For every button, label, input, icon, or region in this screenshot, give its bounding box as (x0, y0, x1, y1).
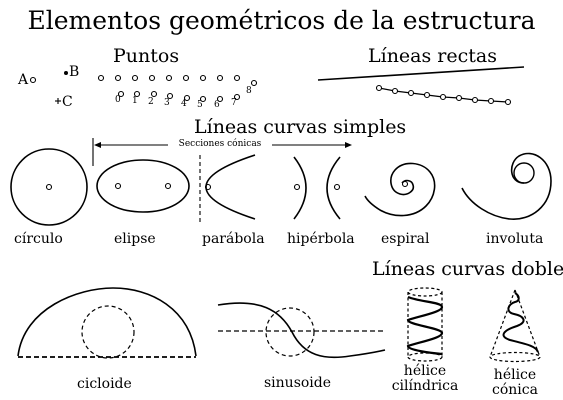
label-parabola: parábola (202, 231, 265, 247)
digit-label: 3 (164, 98, 170, 108)
digit-label: 4 (181, 99, 187, 109)
point-a (31, 78, 36, 83)
conic-sections-arrow (93, 138, 352, 166)
label-hyperbola: hipérbola (287, 231, 355, 247)
conic-sections-label: Secciones cónicas (178, 139, 262, 149)
point-label-a: A (18, 72, 29, 88)
cylindrical-helix-figure (408, 288, 442, 361)
ellipse-figure (97, 160, 189, 212)
digit-label: 8 (246, 86, 252, 96)
section-title-points: Puntos (113, 45, 180, 67)
label-conical-helix-line1: hélice (493, 367, 537, 383)
hyperbola-figure (294, 157, 340, 219)
section-title-double-curves: Líneas curvas dobles (372, 258, 563, 280)
conical-helix-figure (490, 290, 540, 362)
point-row-numbered (119, 81, 257, 102)
straight-line (318, 67, 524, 80)
section-title-simple-curves: Líneas curvas simples (194, 116, 407, 138)
point-label-c: C (62, 94, 73, 110)
spiral-figure (365, 163, 435, 215)
label-cylindrical-helix-line2: cilíndrica (391, 378, 459, 394)
dotted-line-nodes (377, 86, 511, 105)
circle-figure (11, 149, 87, 225)
point-b (64, 71, 68, 75)
straight-lines-group (318, 67, 524, 105)
label-conical-helix-line2: cónica (492, 382, 538, 398)
digit-label: 0 (115, 95, 121, 105)
digit-label: 7 (231, 98, 237, 108)
digit-label: 1 (132, 96, 138, 106)
label-cycloid: cicloide (77, 376, 132, 392)
section-title-straight-lines: Líneas rectas (368, 45, 497, 67)
label-ellipse: elipse (114, 231, 156, 247)
point-row-top (99, 76, 240, 81)
sinusoid-figure (218, 303, 385, 357)
digit-label: 2 (148, 97, 154, 107)
parabola-figure (200, 155, 255, 222)
digit-label: 6 (214, 100, 220, 110)
cycloid-figure (18, 288, 196, 358)
digit-label: 5 (197, 100, 203, 110)
label-circle: círculo (14, 231, 63, 247)
label-sinusoid: sinusoide (264, 375, 332, 391)
involute-figure (462, 154, 551, 220)
points-group (31, 71, 257, 104)
label-spiral: espiral (381, 231, 430, 247)
point-c-cross (55, 98, 61, 104)
page-title: Elementos geométricos de la estructura (27, 6, 536, 35)
label-involute: involuta (486, 231, 544, 247)
point-label-b: B (69, 64, 80, 80)
label-cylindrical-helix-line1: hélice (403, 363, 447, 379)
